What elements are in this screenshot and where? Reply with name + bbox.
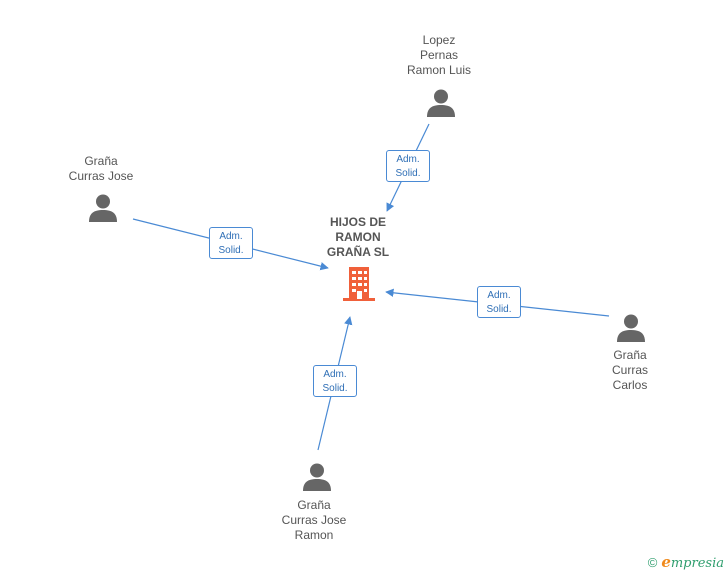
brand-initial: e xyxy=(661,553,671,571)
brand-text: mpresia xyxy=(670,556,724,571)
relation-role-label: Adm. xyxy=(323,369,347,380)
person-name-line2: Pernas xyxy=(419,48,459,62)
company-name-line3: GRAÑA SL xyxy=(326,245,390,259)
person-name-line1: Graña xyxy=(297,498,331,512)
person-icon[interactable] xyxy=(616,313,646,343)
person-icon[interactable] xyxy=(88,193,118,223)
footer-brand: © empresia xyxy=(648,553,724,571)
relation-badge-grana-carlos[interactable]: Adm. Solid. xyxy=(477,286,521,318)
relation-type-label: Solid. xyxy=(322,383,348,394)
person-node-lopez[interactable]: Lopez Pernas Ramon Luis xyxy=(389,33,489,78)
relation-badge-grana-jose-ramon[interactable]: Adm. Solid. xyxy=(313,365,357,397)
person-node-grana-carlos[interactable]: Graña Curras Carlos xyxy=(580,348,680,393)
person-name-line1: Lopez xyxy=(422,33,456,47)
person-name-line3: Ramon Luis xyxy=(406,63,472,77)
relation-badge-grana-jose[interactable]: Adm. Solid. xyxy=(209,227,253,259)
person-name-line2: Curras Jose xyxy=(281,513,347,527)
person-icon[interactable] xyxy=(426,88,456,118)
relation-type-label: Solid. xyxy=(395,168,421,179)
building-icon[interactable] xyxy=(343,267,375,301)
person-name-line1: Graña xyxy=(84,154,118,168)
relation-role-label: Adm. xyxy=(396,154,420,165)
copyright-symbol: © xyxy=(647,554,658,570)
company-name-line1: HIJOS DE xyxy=(329,215,386,229)
relation-type-label: Solid. xyxy=(218,245,244,256)
person-name-line1: Graña xyxy=(613,348,647,362)
person-name-line2: Curras xyxy=(611,363,648,377)
person-node-grana-jose-ramon[interactable]: Graña Curras Jose Ramon xyxy=(264,498,364,543)
person-name-line3: Ramon xyxy=(294,528,334,542)
person-node-grana-jose[interactable]: Graña Curras Jose xyxy=(51,154,151,184)
company-name-line2: RAMON xyxy=(335,230,381,244)
person-icon[interactable] xyxy=(302,462,332,492)
brand-logo[interactable]: empresia xyxy=(661,553,724,571)
person-name-line2: Curras Jose xyxy=(68,169,134,183)
relation-role-label: Adm. xyxy=(219,231,243,242)
relation-badge-lopez[interactable]: Adm. Solid. xyxy=(386,150,430,182)
relation-role-label: Adm. xyxy=(487,290,511,301)
company-node[interactable]: HIJOS DE RAMON GRAÑA SL xyxy=(313,215,403,260)
relation-type-label: Solid. xyxy=(486,304,512,315)
person-name-line3: Carlos xyxy=(612,378,648,392)
